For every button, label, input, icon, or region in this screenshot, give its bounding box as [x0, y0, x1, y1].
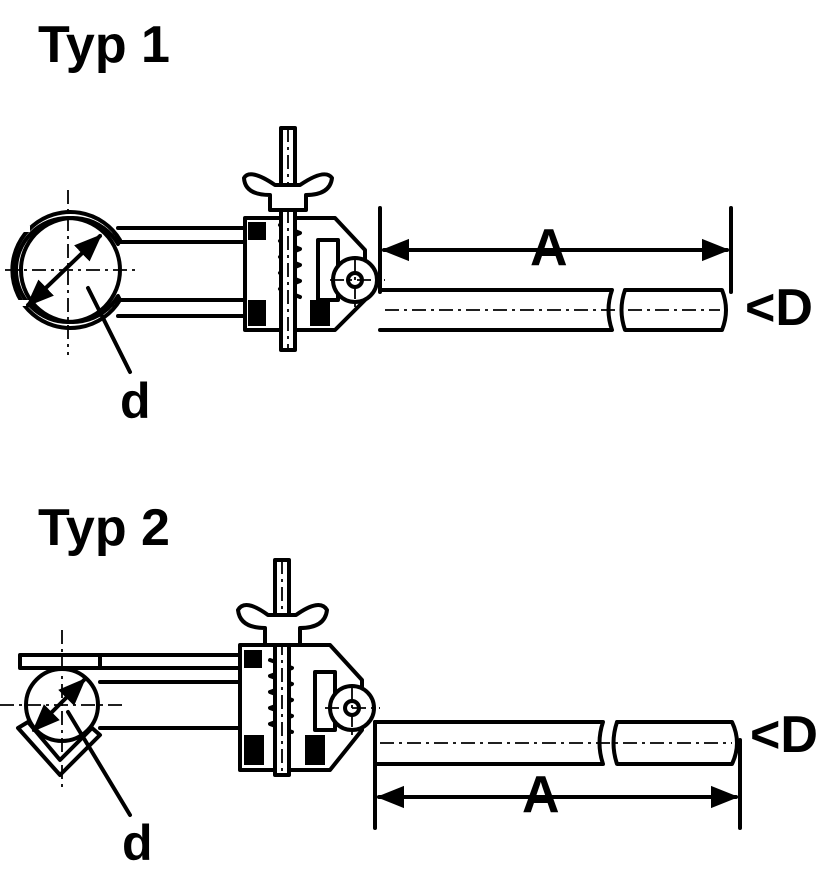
type1-d-leader [86, 286, 132, 374]
type2-title: Typ 2 [38, 499, 170, 557]
type1-diameter-arrow [25, 234, 103, 307]
type1-a-label: A [530, 219, 568, 277]
type2-d-rod-label: <D [750, 706, 818, 764]
type1-d-rod-label: <D [745, 279, 813, 337]
type2-d-label: d [122, 815, 153, 871]
type1-d-label: d [120, 373, 151, 429]
type1-wing-nut [242, 172, 334, 212]
type2-upper-jaw [18, 653, 257, 670]
type2-diameter-arrow [32, 678, 86, 732]
type2-rod [373, 720, 739, 766]
type2-drawing: Typ 2 d [0, 499, 818, 871]
type1-rod [378, 288, 728, 332]
type2-wing-nut [236, 603, 329, 647]
type2-d-leader [66, 710, 132, 817]
type2-a-label: A [522, 766, 560, 824]
type1-drawing: Typ 1 d [0, 16, 813, 429]
type1-title: Typ 1 [38, 16, 170, 74]
